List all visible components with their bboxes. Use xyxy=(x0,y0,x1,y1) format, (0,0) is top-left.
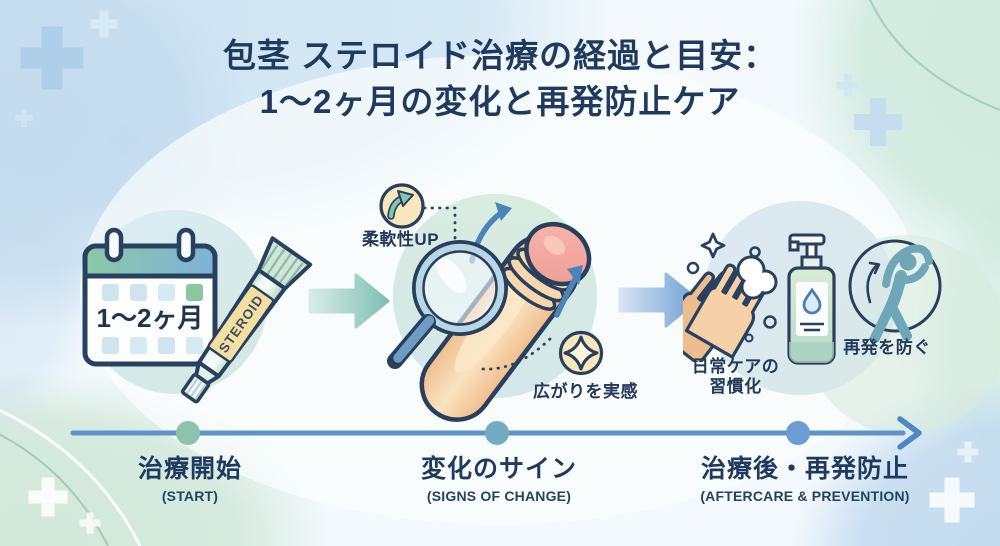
bubble xyxy=(744,333,754,343)
step-title-en: (AFTERCARE & PREVENTION) xyxy=(700,488,910,504)
title-line-2: 1〜2ヶ月の変化と再発防止ケア xyxy=(259,82,741,120)
step-title-jp: 治療開始 xyxy=(137,455,242,483)
magnifier-exam-illustration xyxy=(379,183,604,422)
title-line-1: 包茎 ステロイド治療の経過と目安： xyxy=(222,37,778,74)
step-title-en: (START) xyxy=(161,488,219,504)
expansion-label: 広がりを実感 xyxy=(533,382,638,401)
dashed-connector xyxy=(415,206,457,251)
timeline-arrowhead-icon xyxy=(897,416,922,450)
bubble xyxy=(749,246,761,258)
hand-washing-icon xyxy=(683,232,781,362)
flow-arrow-icon xyxy=(308,273,390,329)
calendar-ring xyxy=(176,227,196,263)
timeline-dot-mid xyxy=(485,421,509,445)
daily-care-label: 日常ケアの 習慣化 xyxy=(691,357,780,397)
tube-label-band xyxy=(207,284,275,363)
page-title: 包茎 ステロイド治療の経過と目安： 1〜2ヶ月の変化と再発防止ケア xyxy=(0,33,1000,124)
flow-arrow-icon xyxy=(618,272,700,328)
step-title-jp: 変化のサイン xyxy=(420,455,577,483)
anatomy-illustration xyxy=(419,221,592,422)
timeline-step-change: 変化のサイン (SIGNS OF CHANGE) xyxy=(359,449,639,504)
calendar-duration-text: 1〜2ヶ月 xyxy=(97,303,204,333)
magnifier-icon xyxy=(387,240,508,369)
expansion-icon xyxy=(558,330,604,376)
timeline-dot-start xyxy=(176,421,200,445)
soap-foam xyxy=(736,255,778,300)
person-figure xyxy=(870,244,933,343)
step-title-en: (SIGNS OF CHANGE) xyxy=(426,488,572,504)
calendar-icon: 1〜2ヶ月 xyxy=(82,227,218,367)
pump-spout xyxy=(788,240,800,252)
flexibility-label: 柔軟性UP xyxy=(361,230,440,249)
steroid-tube-icon: STEROID xyxy=(150,219,333,426)
timeline-step-start: 治療開始 (START) xyxy=(50,449,330,504)
calendar-ring xyxy=(104,227,124,263)
sparkle-icon xyxy=(700,232,726,259)
rotation-arrow xyxy=(866,264,878,304)
timeline-dot-end xyxy=(786,421,810,445)
lotion-bottle-icon xyxy=(787,233,836,365)
corner-curve-line xyxy=(869,0,1000,112)
bubble xyxy=(763,315,777,329)
calendar-grid xyxy=(102,284,203,354)
water-drop-icon xyxy=(802,287,822,315)
stretch-person-icon xyxy=(848,239,942,343)
step-title-jp: 治療後・再発防止 xyxy=(700,455,909,483)
flexibility-up-icon xyxy=(379,183,425,229)
timeline-step-aftercare: 治療後・再発防止 (AFTERCARE & PREVENTION) xyxy=(665,449,945,504)
bubble xyxy=(686,261,700,275)
prevention-label: 再発を防ぐ xyxy=(843,338,931,357)
timeline xyxy=(70,416,922,450)
dashed-connector xyxy=(481,336,553,371)
